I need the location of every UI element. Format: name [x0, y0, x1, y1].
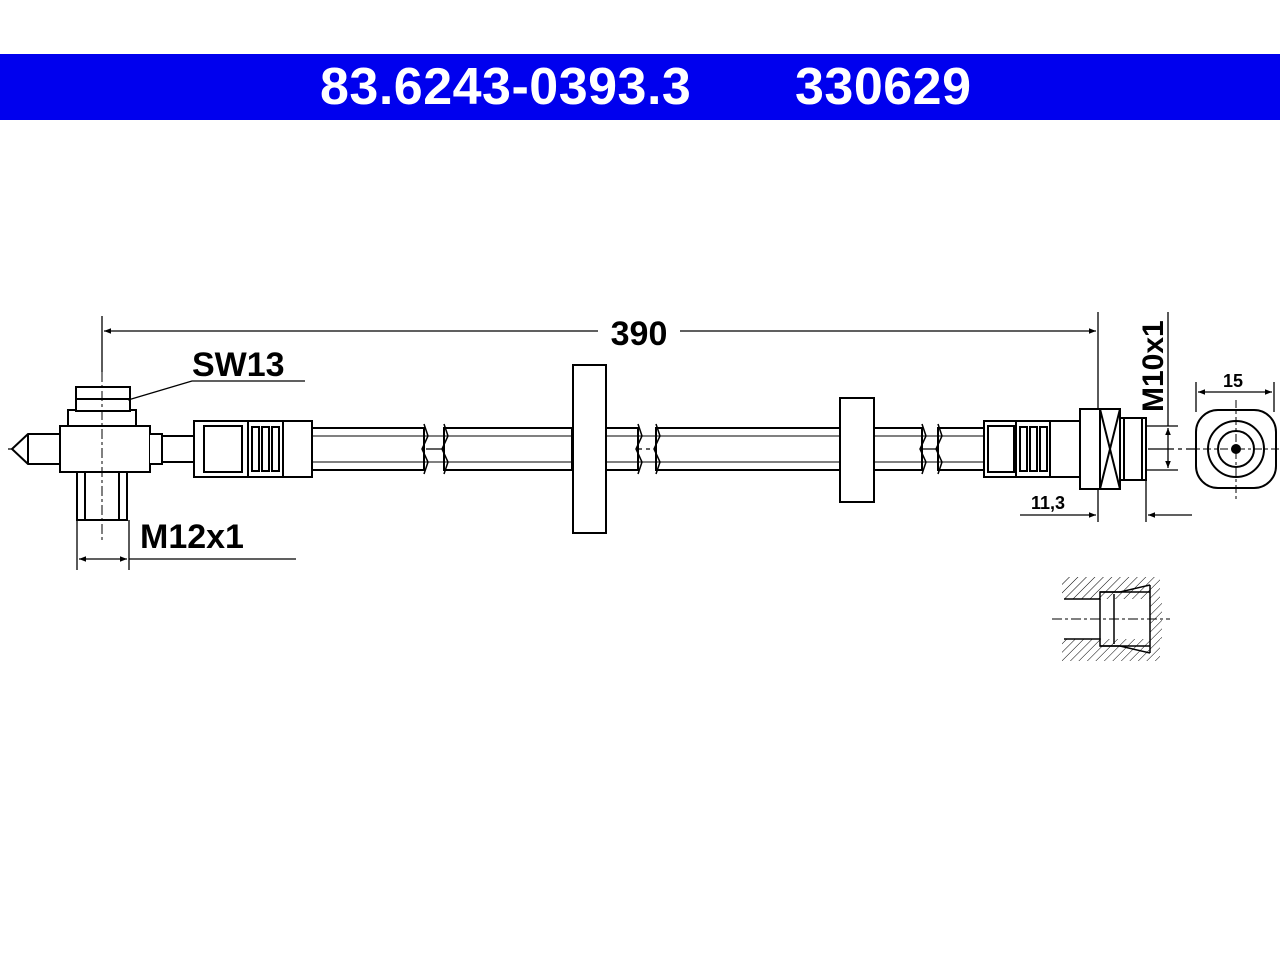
length-dimension: [101, 312, 1099, 409]
left-ferrule: [193, 420, 313, 478]
end-view-width-dimension: [1195, 382, 1275, 412]
right-tube-nut: [1079, 408, 1147, 490]
left-banjo-fitting: [10, 386, 197, 521]
part-number: 83.6243-0393.3: [320, 58, 692, 116]
reference-number: 330629: [795, 58, 972, 116]
wrench-size-leader: [127, 380, 305, 401]
length-label: 390: [611, 315, 668, 353]
hose-bracket-large: [572, 364, 607, 534]
left-thread-label: M12x1: [140, 518, 244, 556]
right-thread-dimension: [1146, 312, 1178, 471]
hose-bracket-small: [839, 397, 875, 503]
fitting-depth-label: 11,3: [1031, 493, 1065, 513]
right-ferrule: [983, 420, 1081, 478]
hose-break-marks: [421, 423, 943, 475]
hose: [311, 427, 985, 471]
header-bar: 83.6243-0393.3 330629: [0, 54, 1280, 120]
end-view-width-label: 15: [1223, 371, 1243, 391]
right-thread-label: M10x1: [1137, 320, 1170, 412]
fitting-depth-dimension: [1020, 480, 1192, 522]
wrench-size-label: SW13: [192, 346, 285, 384]
left-thread-dimension: [76, 520, 296, 570]
